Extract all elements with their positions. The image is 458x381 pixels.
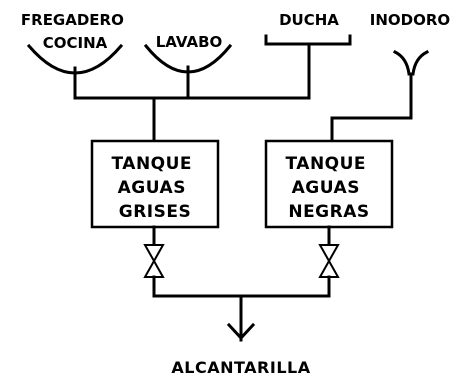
grey-water-tank-label-line-1: TANQUE	[112, 154, 193, 174]
grey-water-tank	[90, 139, 220, 229]
grey-water-tank-label-line-3: GRISES	[119, 202, 191, 222]
black-water-tank-label-line-3: NEGRAS	[288, 202, 369, 222]
kitchen-sink-label: FREGADERO COCINA	[21, 11, 129, 52]
toilet-label: INODORO	[370, 11, 450, 29]
grey-water-tank-label-line-2: AGUAS	[118, 178, 186, 198]
black-water-tank-label: TANQUE AGUAS NEGRAS	[286, 154, 373, 222]
black-water-tank-label-line-2: AGUAS	[292, 178, 360, 198]
toilet-drain-pipe	[330, 72, 413, 143]
black-water-tank-label-line-1: TANQUE	[286, 154, 367, 174]
kitchen-sink-label-line-1: FREGADERO	[21, 11, 124, 29]
toilet-symbol	[392, 49, 430, 76]
grey-tank-valve	[143, 244, 165, 278]
black-tank-valve	[318, 244, 340, 278]
sewer-label: ALCANTARILLA	[171, 358, 310, 377]
kitchen-sink-label-line-2: COCINA	[43, 34, 108, 52]
sewer-inlet-symbol	[226, 322, 256, 341]
washbasin-label: LAVABO	[156, 33, 223, 51]
shower-label: DUCHA	[279, 11, 339, 29]
grey-water-tank-label: TANQUE AGUAS GRISES	[112, 154, 199, 222]
